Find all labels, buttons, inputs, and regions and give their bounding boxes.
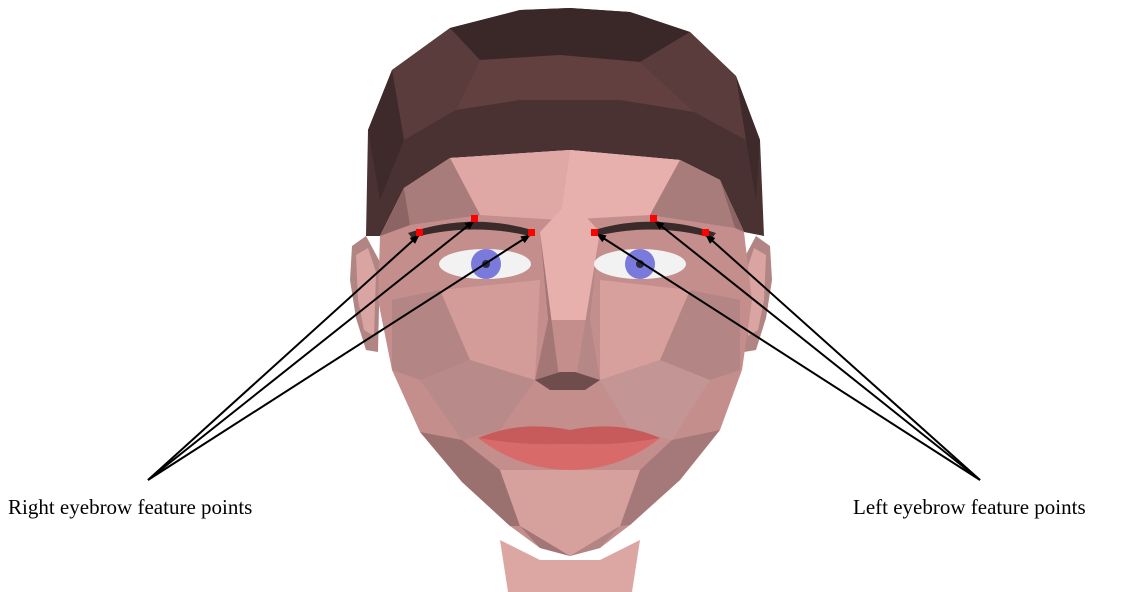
arrow-left-brow-3 [706,235,980,480]
left-brow-point-2 [650,215,657,222]
right-brow-point-2 [471,215,478,222]
left-brow-point-3 [702,229,709,236]
left-brow-point-1 [591,229,598,236]
right-brow-point-1 [416,229,423,236]
right-brow-point-3 [528,229,535,236]
arrow-right-brow-1 [148,235,419,480]
right-eyebrow-label: Right eyebrow feature points [8,497,252,518]
left-eyebrow-label: Left eyebrow feature points [853,497,1086,518]
face [378,150,752,556]
